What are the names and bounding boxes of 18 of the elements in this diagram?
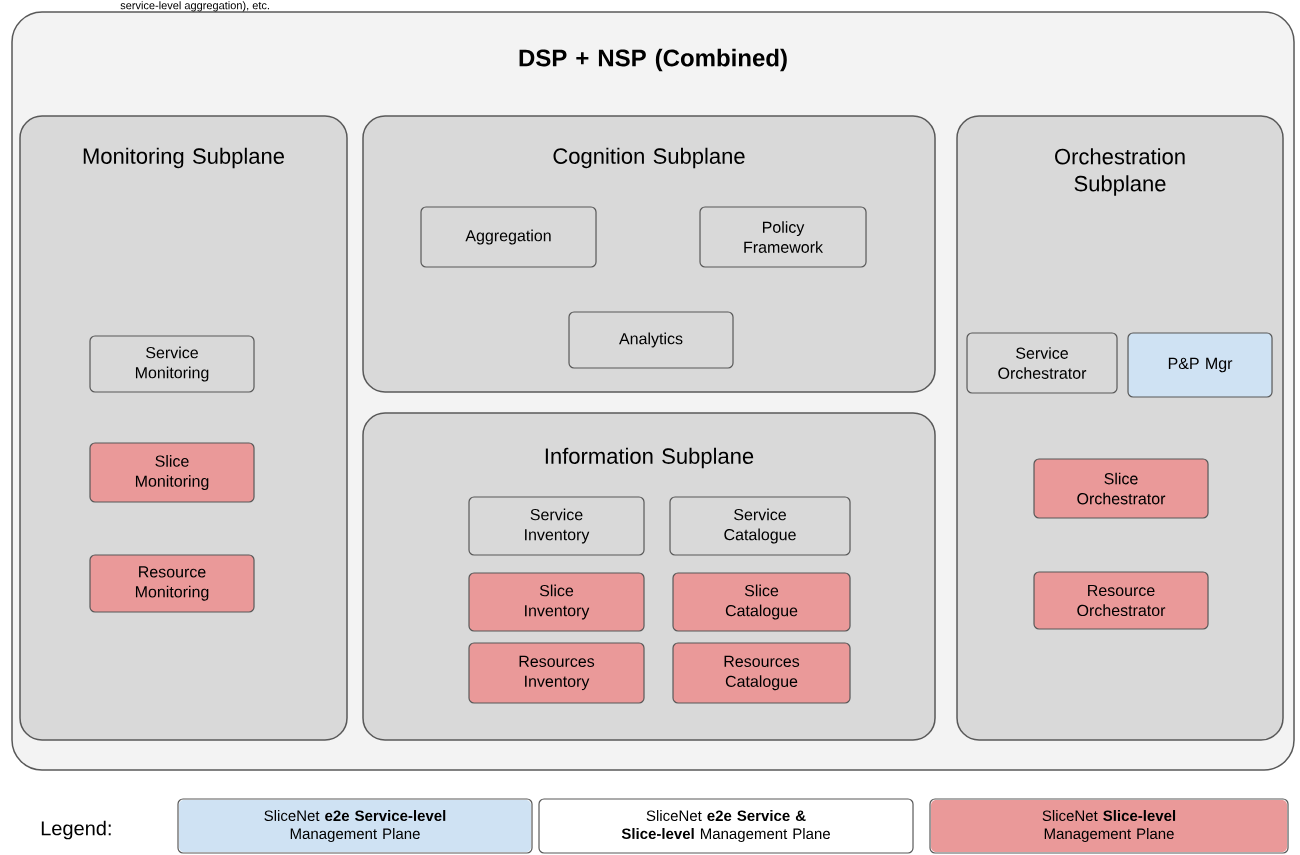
component-box: Slice Monitoring: [89, 442, 255, 503]
component-box: Resource Monitoring: [89, 554, 255, 613]
cut-off-text: service-level aggregation), etc.: [120, 1, 269, 12]
component-box: Aggregation: [420, 206, 597, 268]
component-box: Resources Catalogue: [672, 642, 851, 704]
legend-heading: Legend:: [41, 820, 111, 840]
component-box: Service Monitoring: [89, 335, 255, 393]
component-box: Service Inventory: [468, 496, 645, 556]
component-box: Resource Orchestrator: [1033, 571, 1209, 630]
component-box: Slice Catalogue: [672, 572, 851, 632]
component-box: Slice Orchestrator: [1033, 458, 1209, 519]
component-box: Service Orchestrator: [966, 332, 1118, 394]
component-box: Analytics: [568, 311, 734, 369]
component-box: P&P Mgr: [1127, 332, 1273, 398]
component-box: Service Catalogue: [669, 496, 851, 556]
component-box: Resources Inventory: [468, 642, 645, 704]
component-box: Slice Inventory: [468, 572, 645, 632]
component-box: Policy Framework: [699, 206, 867, 268]
